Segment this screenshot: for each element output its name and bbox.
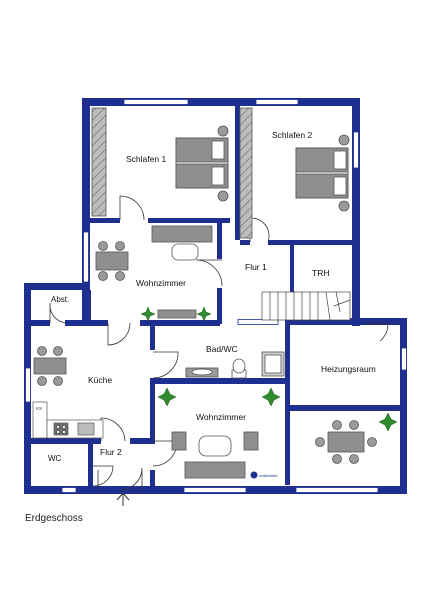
room-label-wc: WC — [48, 454, 62, 463]
wardrobe-schlafen1 — [91, 107, 107, 217]
makler-logo: maklerinfo — [250, 471, 278, 479]
sofa-top — [151, 225, 213, 261]
room-label-kueche: Küche — [88, 375, 112, 385]
dining-table-bottom — [315, 420, 377, 464]
floor-caption: Erdgeschoss — [25, 513, 83, 524]
tv-bench-top — [157, 309, 197, 319]
kitchen-table — [33, 346, 67, 386]
plant-icon — [261, 387, 281, 407]
stairs — [261, 291, 351, 321]
windows — [25, 99, 407, 493]
plant-icon — [140, 306, 156, 322]
kitchen-fridge-mark: KS — [36, 406, 42, 411]
dining-table-top — [95, 241, 129, 281]
room-label-flur1: Flur 1 — [245, 262, 267, 272]
room-label-trh: TRH — [312, 268, 329, 278]
doors — [49, 195, 389, 491]
plant-icon — [157, 387, 177, 407]
kitchen-counter — [32, 401, 104, 439]
entrance-arrow-icon — [116, 492, 130, 506]
room-label-wohnzimmer-bottom: Wohnzimmer — [196, 412, 246, 422]
plant-icon — [196, 306, 212, 322]
room-label-heizungsraum: Heizungsraum — [321, 364, 376, 374]
bed-schlafen2 — [295, 134, 350, 212]
room-label-bad-wc: Bad/WC — [206, 344, 238, 354]
room-label-abst: Abst. — [51, 295, 69, 304]
plant-icon — [378, 412, 398, 432]
svg-text:maklerinfo: maklerinfo — [259, 473, 278, 478]
bed-schlafen1 — [175, 125, 229, 202]
room-label-schlafen2: Schlafen 2 — [272, 130, 312, 140]
bathroom-fixtures — [185, 351, 285, 379]
room-label-wohnzimmer-top: Wohnzimmer — [136, 278, 186, 288]
wardrobe-schlafen2 — [239, 107, 253, 239]
room-label-schlafen1: Schlafen 1 — [126, 154, 166, 164]
plants — [140, 306, 398, 432]
sofa-set-bottom — [171, 431, 259, 479]
room-label-flur2: Flur 2 — [100, 447, 122, 457]
